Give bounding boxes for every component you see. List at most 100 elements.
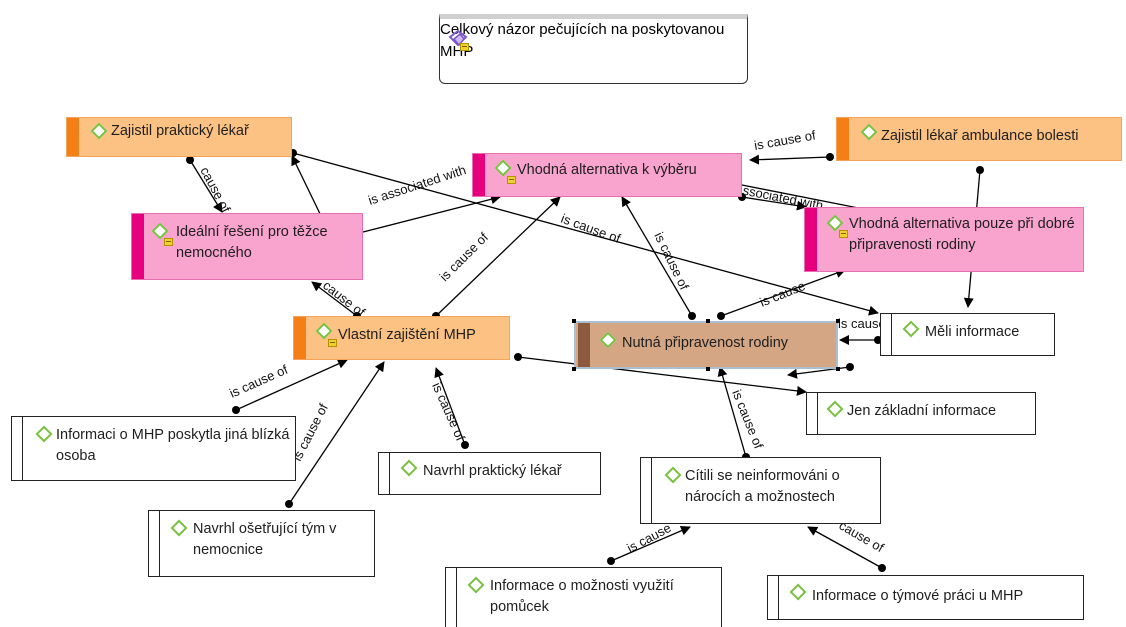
relation-origin-dot xyxy=(186,156,194,164)
relation-line[interactable] xyxy=(189,159,223,213)
network-icon xyxy=(448,29,468,47)
code-icon xyxy=(170,519,188,537)
category-strip xyxy=(473,154,485,196)
node-label: Zajistil lékař ambulance bolesti xyxy=(881,128,1079,144)
node-label: Vlastní zajištění MHP xyxy=(338,327,476,343)
selection-handle[interactable] xyxy=(836,367,840,371)
code-icon xyxy=(400,459,418,477)
memo-icon xyxy=(839,230,848,238)
relation-line[interactable] xyxy=(807,526,883,569)
node-label: Informace o možnosti využití pomůcek xyxy=(490,578,674,615)
node-label: Jen základní informace xyxy=(847,403,997,419)
relation-line[interactable] xyxy=(621,196,693,317)
node-nutna-pripravenost[interactable]: Nutná připravenost rodiny xyxy=(572,319,840,371)
node-label: Ideální řešení pro těžce nemocného xyxy=(176,224,328,261)
code-icon xyxy=(467,576,485,594)
node-label: Vhodná alternativa pouze při dobré připr… xyxy=(849,216,1075,253)
relation-line[interactable] xyxy=(517,356,807,396)
node-idealni-reseni[interactable]: Ideální řešení pro těžce nemocného xyxy=(131,213,363,280)
relation-origin-dot xyxy=(826,153,834,161)
relation-line[interactable] xyxy=(434,367,466,446)
title-node[interactable]: Celkový názor pečujících na poskytovanou… xyxy=(439,14,748,84)
node-label: Navrhl ošetřující tým v nemocnice xyxy=(193,521,337,558)
relation-line[interactable] xyxy=(353,194,501,240)
category-strip xyxy=(132,214,144,279)
node-zajistil-prakticky[interactable]: Zajistil praktický lékař xyxy=(66,117,292,157)
node-label: Nutná připravenost rodiny xyxy=(622,335,789,351)
node-informace-tymove[interactable]: Informace o týmové práci u MHP xyxy=(767,575,1084,620)
category-strip xyxy=(837,118,849,160)
node-label: Informaci o MHP poskytla jiná blízká oso… xyxy=(56,427,290,464)
node-zajistil-ambulance[interactable]: Zajistil lékař ambulance bolesti xyxy=(836,117,1122,161)
node-label: Vhodná alternativa k výběru xyxy=(517,162,697,178)
relation-line[interactable] xyxy=(292,152,879,316)
selection-handle[interactable] xyxy=(572,367,576,371)
node-label: Měli informace xyxy=(925,324,1020,340)
selection-handle[interactable] xyxy=(836,319,840,323)
relation-label: is cause xyxy=(838,316,886,331)
memo-icon xyxy=(460,43,469,51)
relation-origin-dot xyxy=(878,564,886,572)
relation-line[interactable] xyxy=(311,281,358,317)
relation-origin-dot xyxy=(285,500,293,508)
code-icon xyxy=(826,214,844,232)
relation-origin-dot xyxy=(607,557,615,565)
code-icon xyxy=(599,331,617,349)
relation-label: is cause of xyxy=(429,380,468,443)
memo-icon xyxy=(164,238,173,246)
category-strip xyxy=(578,323,590,367)
title-node-label: Celkový názor pečujících na poskytovanou… xyxy=(440,21,725,60)
relation-label: is cause xyxy=(758,278,808,310)
node-bar xyxy=(389,453,390,494)
selection-handle[interactable] xyxy=(706,319,710,323)
node-vhodna-pouze[interactable]: Vhodná alternativa pouze při dobré připr… xyxy=(804,207,1084,272)
selection-handle[interactable] xyxy=(706,367,710,371)
node-navrhl-osetrujici[interactable]: Navrhl ošetřující tým v nemocnice xyxy=(148,510,375,577)
relation-line[interactable] xyxy=(749,154,831,165)
relation-label: is cause of xyxy=(753,127,817,153)
code-icon xyxy=(826,400,844,418)
selection-handle[interactable] xyxy=(572,319,576,323)
relation-line[interactable] xyxy=(610,525,691,562)
node-bar xyxy=(159,511,160,576)
relation-origin-dot xyxy=(976,166,984,174)
code-icon xyxy=(151,222,169,240)
node-meli-informace[interactable]: Měli informace xyxy=(880,313,1055,356)
node-bar xyxy=(778,576,779,619)
node-vhodna-alternativa[interactable]: Vhodná alternativa k výběru xyxy=(472,153,742,197)
relation-origin-dot xyxy=(232,406,240,414)
relation-origin-dot xyxy=(846,363,854,371)
relation-label: is cause of xyxy=(227,362,290,401)
category-strip xyxy=(294,317,306,359)
relation-line[interactable] xyxy=(741,196,807,211)
relation-label: cause of xyxy=(320,278,368,320)
node-informaci-jina[interactable]: Informaci o MHP poskytla jiná blízká oso… xyxy=(11,416,296,481)
node-navrhl-prakticky[interactable]: Navrhl praktický lékař xyxy=(378,452,601,495)
node-informace-pomucky[interactable]: Informace o možnosti využití pomůcek xyxy=(445,567,722,627)
node-vlastni-zajisteni[interactable]: Vlastní zajištění MHP xyxy=(293,316,510,360)
code-icon xyxy=(664,466,682,484)
node-bar xyxy=(817,393,818,434)
code-icon xyxy=(494,159,512,177)
node-bar xyxy=(456,568,457,627)
node-bar xyxy=(651,458,652,523)
relation-line[interactable] xyxy=(288,361,385,505)
relation-origin-dot xyxy=(717,312,725,320)
node-citili-se[interactable]: Cítili se neinformováni o nárocích a mož… xyxy=(640,457,881,524)
category-strip xyxy=(67,118,79,156)
node-label: Zajistil praktický lékař xyxy=(111,123,249,139)
relation-origin-dot xyxy=(688,312,696,320)
relation-line[interactable] xyxy=(717,366,747,458)
memo-icon xyxy=(507,176,516,184)
relation-line[interactable] xyxy=(720,268,846,317)
code-icon xyxy=(789,583,807,601)
code-icon xyxy=(315,322,333,340)
code-icon xyxy=(860,123,878,141)
code-icon xyxy=(35,425,53,443)
relation-origin-dot xyxy=(514,353,522,361)
code-icon xyxy=(902,320,920,338)
relation-line[interactable] xyxy=(435,196,561,317)
relation-line[interactable] xyxy=(235,359,348,411)
node-jen-zakladni[interactable]: Jen základní informace xyxy=(806,392,1036,435)
